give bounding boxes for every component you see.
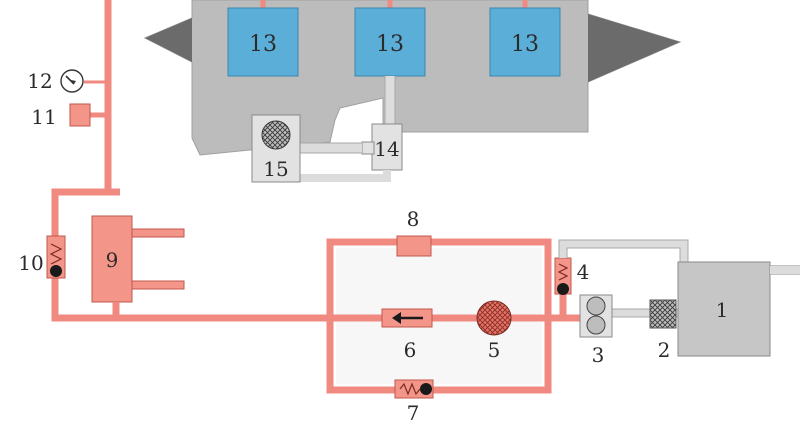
svg-text:13: 13 [249, 32, 277, 57]
line-14-to-15-outline [300, 142, 362, 154]
component-2-strainer: 2 [649, 299, 677, 362]
svg-text:1: 1 [716, 298, 729, 322]
svg-text:14: 14 [374, 137, 399, 161]
svg-text:8: 8 [407, 207, 420, 231]
flow-arrow-icon [392, 312, 401, 324]
svg-text:2: 2 [658, 338, 671, 362]
component-14-regulator: 14 [361, 123, 403, 171]
component-9-high-pressure-pump: 9 [91, 215, 185, 318]
component-4-check-valve: 4 [554, 257, 590, 295]
component-11-valve: 11 [31, 103, 91, 129]
svg-text:4: 4 [577, 260, 590, 284]
line-14-down [290, 170, 391, 182]
component-6: 6 [381, 308, 433, 362]
svg-text:3: 3 [592, 343, 605, 367]
svg-text:12: 12 [27, 69, 52, 93]
component-3-feed-pump: 3 [579, 294, 613, 367]
injector-13-c: 13 [489, 0, 561, 77]
svg-text:7: 7 [407, 401, 420, 423]
injector-13-a: 13 [227, 0, 299, 77]
svg-text:11: 11 [31, 105, 56, 129]
component-10-check-valve: 10 [18, 235, 66, 279]
return-line-to-tank [559, 240, 688, 262]
svg-text:5: 5 [488, 338, 501, 362]
svg-text:13: 13 [376, 32, 404, 57]
svg-text:13: 13 [511, 32, 539, 57]
component-7-check-valve: 7 [394, 379, 434, 423]
injector-13-b: 13 [354, 0, 426, 77]
svg-text:15: 15 [263, 157, 288, 181]
component-15-accumulator: 15 [251, 114, 301, 183]
svg-text:6: 6 [404, 338, 417, 362]
svg-text:9: 9 [106, 248, 119, 272]
return-line-to-tank-outline [558, 239, 689, 262]
component-5-filter: 5 [476, 300, 512, 362]
engine-block-shadow-right [588, 14, 680, 82]
svg-text:10: 10 [18, 251, 43, 275]
injector-return-line-outline [384, 76, 396, 126]
component-1-fuel-tank: 1 [677, 261, 800, 357]
component-8: 8 [396, 207, 432, 257]
component-12-pressure-gauge: 12 [27, 69, 84, 93]
engine-block-shadow-left [145, 18, 192, 62]
